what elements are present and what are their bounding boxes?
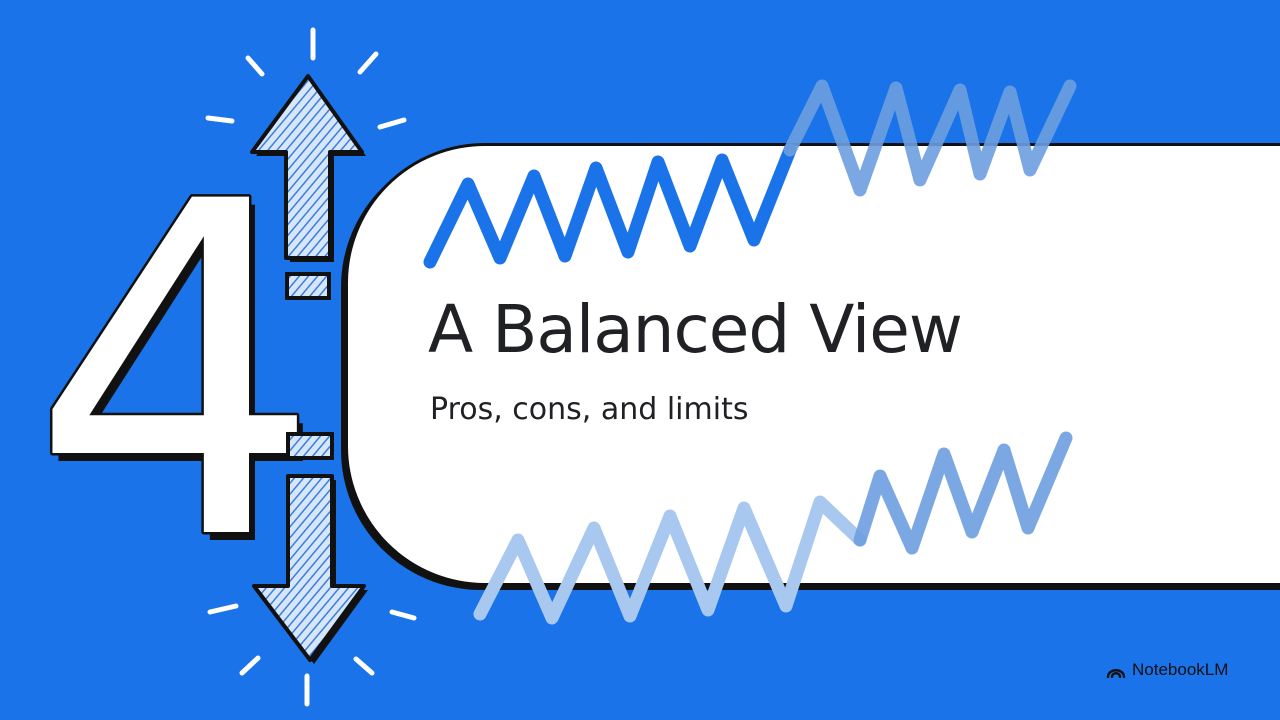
slide-number: 4	[30, 106, 323, 641]
sparkle-rays-bottom-icon	[207, 603, 417, 707]
bottom-zigzag-wave-right	[853, 431, 1073, 555]
bottom-zigzag-wave	[473, 495, 867, 625]
slide-number-shadow: 4	[36, 114, 329, 649]
slide-title: A Balanced View	[428, 291, 963, 368]
arrow-down-icon	[252, 432, 368, 664]
notebooklm-logo-icon	[1106, 669, 1126, 678]
top-zigzag-wave-faded	[783, 79, 1077, 197]
slide-subtitle: Pros, cons, and limits	[430, 392, 749, 427]
arrow-up-icon	[250, 74, 366, 300]
sparkle-rays-top-icon	[205, 27, 407, 130]
top-zigzag-wave	[423, 143, 797, 269]
brand-name: NotebookLM	[1132, 660, 1229, 679]
brand-watermark: NotebookLM	[1106, 660, 1228, 680]
